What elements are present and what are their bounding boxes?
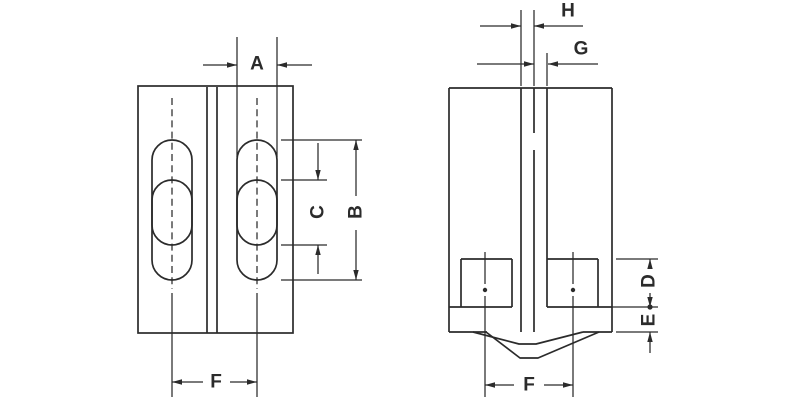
dim-label-B: B <box>346 205 367 219</box>
center-mark-left <box>482 287 488 293</box>
dim-H-arrowhead <box>511 23 521 29</box>
front-body-outline <box>137 85 294 334</box>
v-groove-lower <box>485 331 600 359</box>
dim-C-arrowhead <box>315 245 321 255</box>
dim-F-front-arrowhead <box>172 379 182 385</box>
dim-label-C: C <box>308 205 329 219</box>
dim-F-side-arrowhead <box>563 382 573 388</box>
dim-G-arrowhead <box>548 61 558 67</box>
dim-B-arrowhead <box>353 270 359 280</box>
dim-H-arrowhead <box>534 23 544 29</box>
dim-label-F-front: F <box>210 372 222 393</box>
dim-label-H: H <box>561 1 575 22</box>
side-view <box>448 10 658 397</box>
dim-D-dot <box>647 304 653 310</box>
dim-A-arrowhead <box>277 62 287 68</box>
dim-F-side-arrowhead <box>485 382 495 388</box>
dim-G-arrowhead <box>524 61 534 67</box>
dimension-labels: A B C F H G D E F <box>210 1 659 396</box>
dim-F-front-arrowhead <box>247 379 257 385</box>
dim-label-G: G <box>574 39 589 60</box>
dim-D-arrowhead <box>647 297 653 307</box>
center-mark-right <box>570 287 576 293</box>
dim-A-arrowhead <box>227 62 237 68</box>
v-groove-upper <box>472 331 584 345</box>
dim-E-arrowhead <box>647 332 653 342</box>
front-view <box>137 37 362 397</box>
dim-label-F-side: F <box>523 375 535 396</box>
dim-label-E: E <box>639 314 660 327</box>
dim-label-A: A <box>250 54 264 75</box>
dim-D-arrowhead <box>647 259 653 269</box>
dim-B-arrowhead <box>353 140 359 150</box>
dim-C-arrowhead <box>315 170 321 180</box>
dim-label-D: D <box>639 274 660 288</box>
